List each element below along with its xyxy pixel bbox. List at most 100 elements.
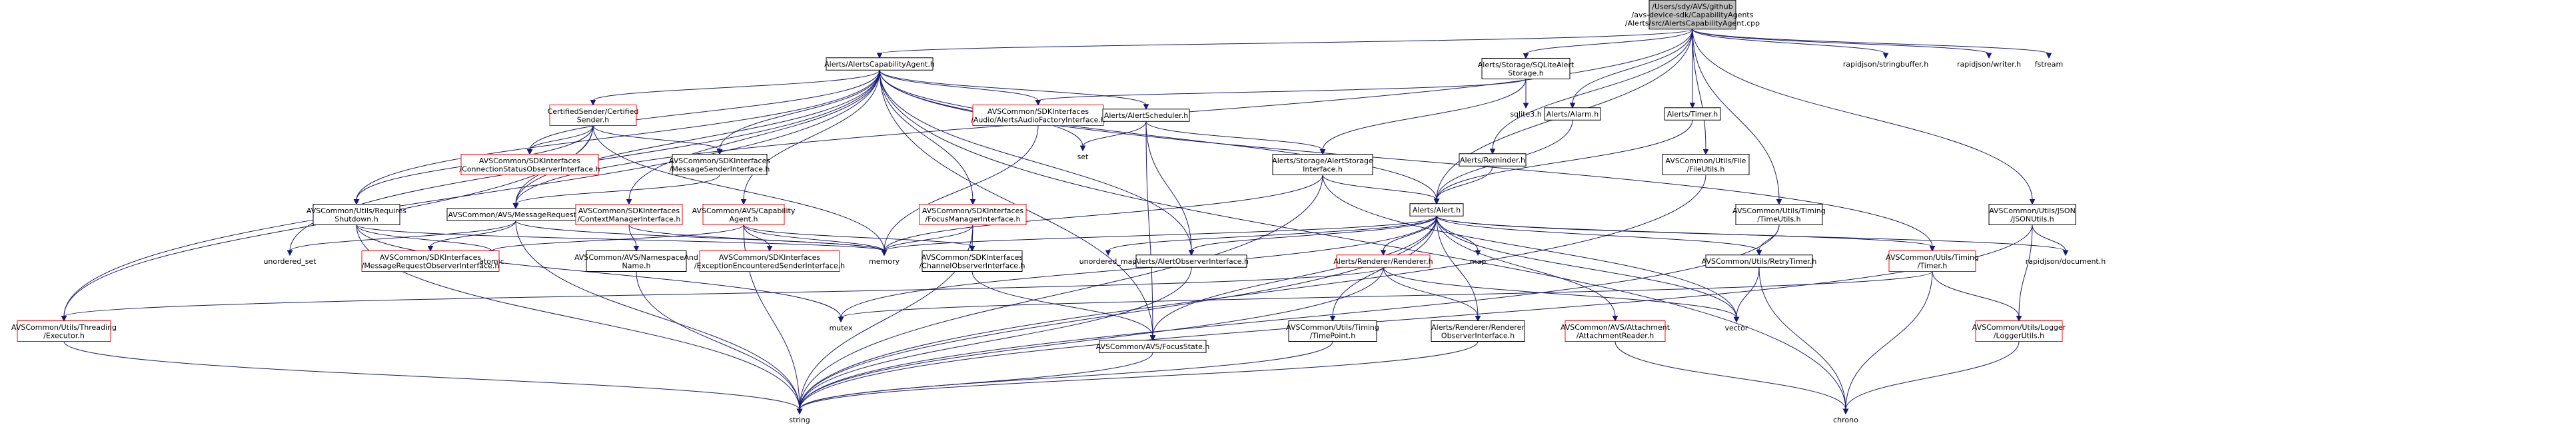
node-memory[interactable]: memory: [869, 257, 900, 266]
edge-attreader-to-chrono: [1614, 341, 1846, 410]
node-jsonutils[interactable]: AVSCommon/Utils/JSON/JSONUtils.h: [1988, 204, 2076, 225]
edge-arrowhead: [1842, 408, 1849, 415]
edge-arrowhead: [876, 53, 883, 59]
edge-aca-to-certsender: [592, 69, 880, 101]
edge-arrowhead: [512, 203, 519, 209]
node-chanobs[interactable]: AVSCommon/SDKInterfaces/ChannelObserverI…: [919, 250, 1025, 272]
edge-arrowhead: [716, 149, 723, 155]
node-capagent[interactable]: AVSCommon/AVS/CapabilityAgent.h: [692, 204, 796, 225]
node-timer_a-label: Alerts/Timer.h: [1667, 110, 1718, 119]
node-loggerutils-label: AVSCommon/Utils/Logger: [1972, 323, 2066, 332]
node-unordered_set[interactable]: unordered_set: [263, 257, 317, 266]
node-connstatus-box: [460, 154, 599, 175]
node-alerth[interactable]: Alerts/Alert.h: [1409, 203, 1464, 217]
edge-aca-to-timer_u: [879, 70, 1933, 247]
node-executor[interactable]: AVSCommon/Utils/Threading/Executor.h: [11, 320, 117, 342]
edge-scheduler-to-alertobs: [1145, 121, 1192, 251]
edge-arrowhead: [838, 316, 844, 323]
node-scheduler-label: Alerts/AlertScheduler.h: [1104, 111, 1188, 120]
edge-root-to-alarm: [1572, 29, 1693, 104]
node-rendobs[interactable]: Alerts/Renderer/RendererObserverInterfac…: [1431, 320, 1525, 342]
node-timer_a[interactable]: Alerts/Timer.h: [1664, 107, 1721, 121]
node-connstatus[interactable]: AVSCommon/SDKInterfaces/ConnectionStatus…: [459, 154, 600, 175]
edge-arrowhead: [633, 246, 640, 252]
node-alertobs[interactable]: Alerts/AlertObserverInterface.h: [1134, 254, 1249, 268]
node-root[interactable]: /Users/sdy/AVS/github/avs-device-sdk/Cap…: [1625, 0, 1760, 30]
node-ctxmgr[interactable]: AVSCommon/SDKInterfaces/ContextManagerIn…: [575, 204, 683, 225]
node-aca-box: [826, 57, 934, 71]
node-vector[interactable]: vector: [1725, 324, 1748, 332]
node-mutex[interactable]: mutex: [829, 324, 853, 332]
node-msgsender-label: /MessageSenderInterface.h: [670, 165, 770, 173]
node-audiofactory-box: [972, 105, 1104, 126]
edge-aca-to-scheduler: [879, 70, 1147, 106]
node-exception[interactable]: AVSCommon/SDKInterfaces/ExceptionEncount…: [694, 250, 845, 272]
node-timepoint[interactable]: AVSCommon/Utils/Timing/TimePoint.h: [1286, 320, 1379, 342]
edge-capagent-to-memory: [743, 224, 885, 252]
node-retrytimer[interactable]: AVSCommon/Utils/RetryTimer.h: [1702, 254, 1817, 268]
node-fstream[interactable]: fstream: [2035, 60, 2063, 69]
node-alarm[interactable]: Alerts/Alarm.h: [1544, 107, 1601, 121]
node-certsender-label: Sender.h: [577, 115, 609, 124]
node-chrono[interactable]: chrono: [1833, 416, 1858, 424]
node-focusstate[interactable]: AVSCommon/AVS/FocusState.h: [1096, 340, 1210, 353]
node-timer_u[interactable]: AVSCommon/Utils/Timing/Timer.h: [1886, 250, 1979, 272]
edge-arrowhead: [1433, 199, 1440, 205]
node-atomic[interactable]: atomic: [479, 257, 504, 266]
node-timeutils[interactable]: AVSCommon/Utils/Timing/TimeUtils.h: [1732, 204, 1826, 225]
node-unordered_map[interactable]: unordered_map: [1079, 257, 1137, 266]
edge-aca-to-msgsender: [719, 70, 880, 151]
node-nsname-label: Name.h: [622, 261, 651, 270]
node-fileutils[interactable]: AVSCommon/Utils/File/FileUtils.h: [1662, 154, 1750, 175]
node-attreader[interactable]: AVSCommon/AVS/Attachment/AttachmentReade…: [1561, 320, 1670, 342]
node-reminder[interactable]: Alerts/Reminder.h: [1459, 153, 1527, 167]
edge-msgrequest-to-unordered_set: [289, 220, 516, 252]
edge-arrowhead: [881, 250, 888, 256]
node-sqlite-label: Alerts/Storage/SQLiteAlert: [1478, 61, 1575, 69]
node-renderer[interactable]: Alerts/Renderer/Renderer.h: [1333, 254, 1433, 268]
node-rj_doc[interactable]: rapidjson/document.h: [2026, 257, 2106, 266]
edge-aca-to-focusmgr: [879, 70, 973, 201]
node-loggerutils[interactable]: AVSCommon/Utils/Logger/LoggerUtils.h: [1972, 320, 2066, 342]
edge-arrowhead: [1143, 104, 1149, 110]
node-alarm-box: [1544, 107, 1601, 121]
edge-alertobs-to-string: [799, 267, 1192, 410]
edge-alerth-to-renderer: [1383, 216, 1437, 251]
edge-aca-to-ctxmgr: [628, 70, 880, 201]
node-set[interactable]: set: [1077, 153, 1089, 161]
node-rj_w[interactable]: rapidjson/writer.h: [1957, 60, 2021, 69]
edge-scheduler-to-set: [1082, 121, 1147, 147]
edge-arrowhead: [590, 100, 596, 106]
edge-retrytimer-to-chrono: [1758, 267, 1846, 410]
edge-alerth-to-memory: [884, 215, 1437, 252]
node-map[interactable]: map: [1470, 257, 1486, 266]
edge-arrowhead: [353, 199, 360, 205]
node-audiofactory-label: /Audio/AlertsAudioFactoryInterface.h: [971, 115, 1105, 124]
edge-arrowhead: [2046, 53, 2052, 59]
node-scheduler[interactable]: Alerts/AlertScheduler.h: [1102, 109, 1190, 122]
node-msgsender[interactable]: AVSCommon/SDKInterfaces/MessageSenderInt…: [669, 154, 770, 175]
node-capagent-label: AVSCommon/AVS/Capability: [692, 207, 796, 215]
node-msgrequest[interactable]: AVSCommon/AVS/MessageRequest.h: [446, 208, 585, 221]
edge-root-to-aca: [879, 29, 1693, 55]
node-string[interactable]: string: [789, 416, 810, 424]
edge-root-to-rj_w: [1692, 29, 1990, 55]
node-focusmgr[interactable]: AVSCommon/SDKInterfaces/FocusManagerInte…: [919, 204, 1027, 225]
node-sqlite3[interactable]: sqlite3.h: [1510, 110, 1541, 119]
node-msgreqobs[interactable]: AVSCommon/SDKInterfaces/MessageRequestOb…: [361, 250, 500, 272]
edge-jsonutils-to-loggerutils: [2018, 224, 2033, 317]
node-alerth-label: Alerts/Alert.h: [1413, 206, 1461, 215]
edge-renderer-to-vector: [1383, 267, 1737, 318]
edge-timepoint-to-string: [799, 341, 1333, 410]
edge-arrowhead: [287, 250, 293, 256]
node-audiofactory[interactable]: AVSCommon/SDKInterfaces/Audio/AlertsAudi…: [971, 105, 1105, 126]
node-vector-label: vector: [1725, 324, 1748, 332]
node-certsender[interactable]: CertifiedSender/CertifiedSender.h: [548, 105, 639, 126]
node-rj_sb[interactable]: rapidjson/stringbuffer.h: [1843, 60, 1928, 69]
node-ctxmgr-label: /ContextManagerInterface.h: [578, 215, 681, 223]
node-aca[interactable]: Alerts/AlertsCapabilityAgent.h: [824, 57, 935, 71]
